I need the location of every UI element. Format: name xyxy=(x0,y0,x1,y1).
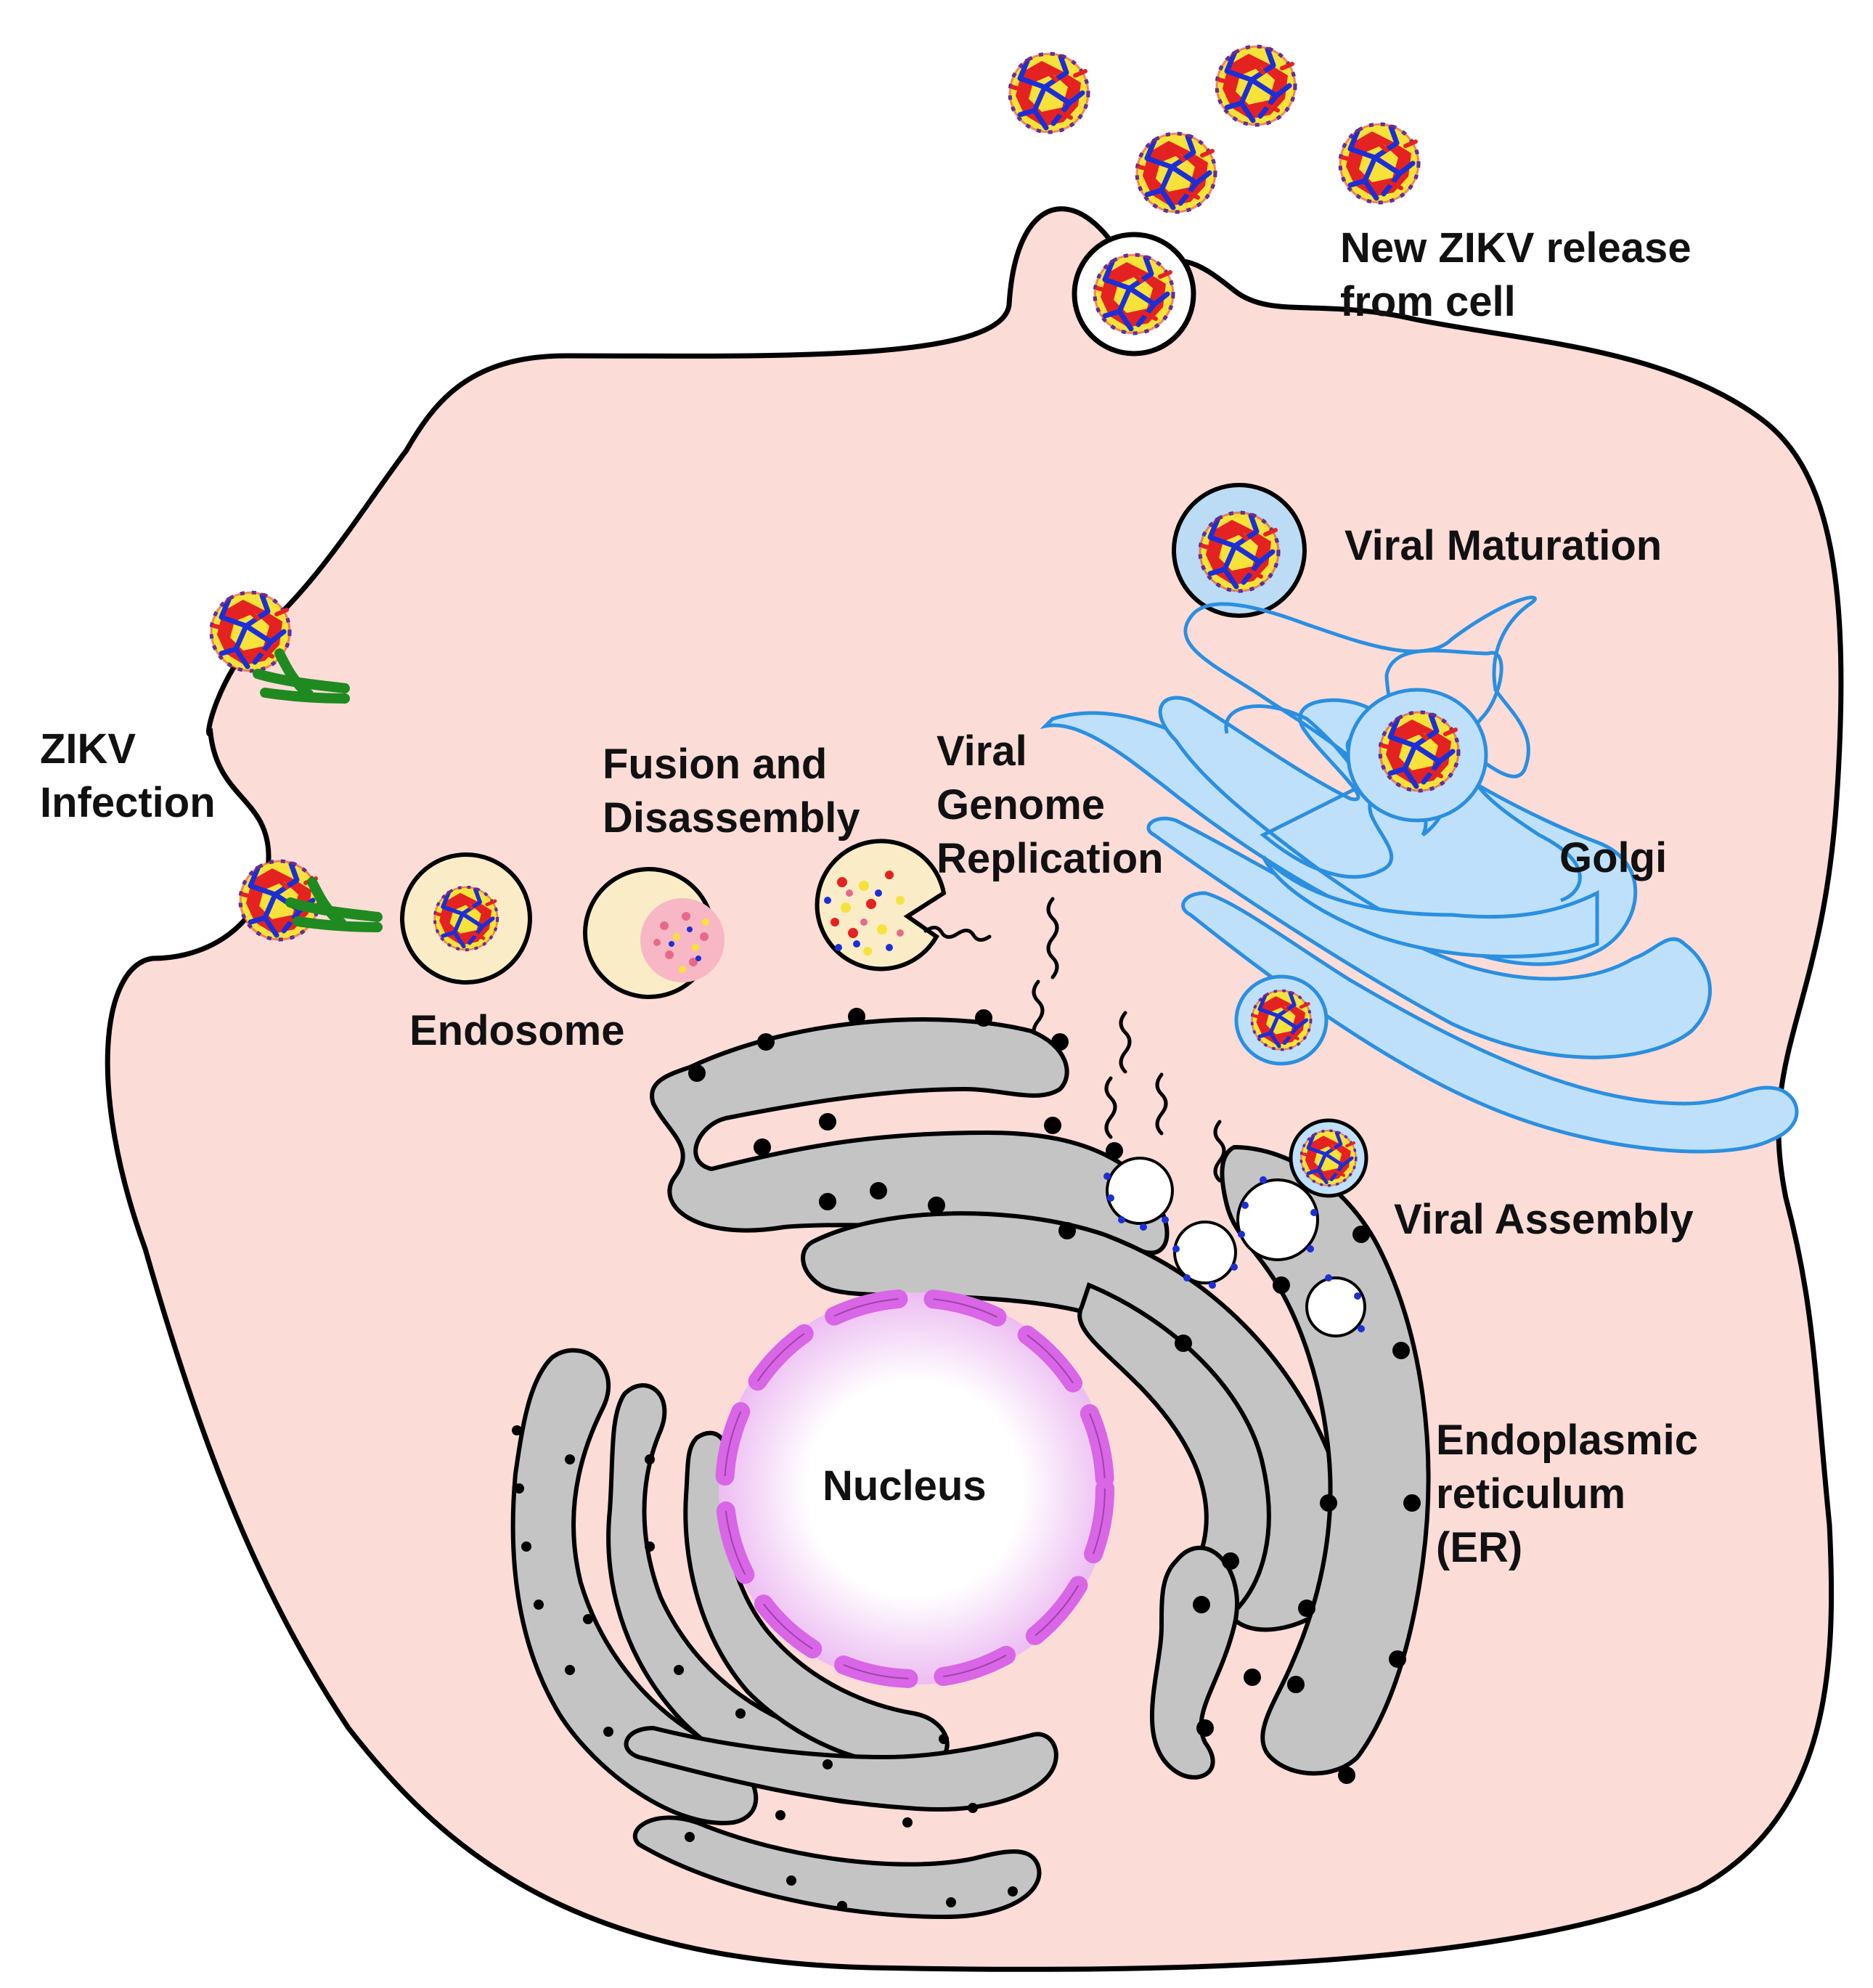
golgi-label: Golgi xyxy=(1559,831,1667,885)
endosome-3 xyxy=(815,839,947,971)
virion-budding-icon xyxy=(1095,255,1173,333)
endosome-label: Endosome xyxy=(409,1004,625,1058)
nucleus-label-text: Nucleus xyxy=(823,1462,987,1510)
assembly-label: Viral Assembly xyxy=(1394,1193,1694,1247)
er-label-line-1: Endoplasmic xyxy=(1436,1417,1698,1464)
fusion-label: Fusion and Disassembly xyxy=(603,738,860,845)
endoplasmic-reticulum xyxy=(510,1017,1431,1920)
replication-label-line-2: Genome xyxy=(936,781,1106,828)
maturation-label: Viral Maturation xyxy=(1344,519,1662,573)
fusion-label-line-2: Disassembly xyxy=(603,794,860,842)
golgi-label-text: Golgi xyxy=(1559,834,1668,881)
er-label: Endoplasmic reticulum (ER) xyxy=(1436,1414,1698,1575)
endosome-label-text: Endosome xyxy=(409,1007,625,1054)
virion-released-icon xyxy=(1137,134,1215,212)
virion-assembly-icon xyxy=(1301,1131,1356,1186)
virion-released-icon xyxy=(1340,124,1419,203)
nucleus xyxy=(719,1292,1111,1684)
maturation-label-text: Viral Maturation xyxy=(1344,522,1662,569)
virion-endosome-icon xyxy=(435,887,497,950)
nucleus-label: Nucleus xyxy=(823,1459,987,1513)
virion-released-icon xyxy=(1217,46,1295,125)
infection-label-line-1: ZIKV xyxy=(40,725,136,773)
golgi-apparatus xyxy=(1040,648,1799,1154)
viral-rna-strand-icon xyxy=(923,897,1226,1183)
replication-label: Viral Genome Replication xyxy=(936,725,1164,886)
disassembling-capsid xyxy=(640,898,725,982)
assembly-label-text: Viral Assembly xyxy=(1394,1196,1694,1243)
virion-golgi-vesicle-icon xyxy=(1252,991,1311,1050)
virion-released-icon xyxy=(1010,54,1088,132)
er-label-line-3: (ER) xyxy=(1436,1524,1523,1571)
replication-complex-dots xyxy=(1103,1173,1365,1332)
virion-maturing-icon xyxy=(1200,513,1278,591)
infection-label: ZIKV Infection xyxy=(40,722,216,830)
virion-golgi-icon xyxy=(1380,712,1458,791)
replication-label-line-3: Replication xyxy=(936,835,1164,882)
ribosomes xyxy=(512,1008,1421,1911)
release-label: New ZIKV release from cell xyxy=(1340,221,1692,329)
er-label-line-2: reticulum xyxy=(1436,1470,1626,1518)
release-label-line-2: from cell xyxy=(1340,278,1516,325)
released-viral-components xyxy=(824,871,905,956)
infection-label-line-2: Infection xyxy=(40,779,216,826)
replication-label-line-1: Viral xyxy=(936,728,1027,775)
replication-vesicles xyxy=(1106,1157,1366,1337)
release-label-line-1: New ZIKV release xyxy=(1340,224,1692,272)
fusion-label-line-1: Fusion and xyxy=(603,741,828,788)
